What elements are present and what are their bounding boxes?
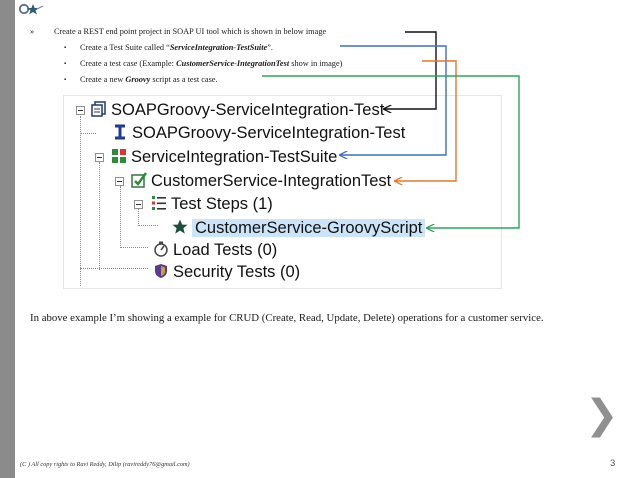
groovy-star-icon [172, 219, 188, 234]
bullet-emphasis: ServiceIntegration-TestSuite [169, 43, 268, 52]
tree-item-test-suite[interactable]: ServiceIntegration-TestSuite [111, 146, 337, 168]
expand-toggle-suite[interactable] [95, 153, 104, 162]
bullet-text-prefix: Create a new [80, 75, 126, 84]
copyright-footer: (C ) All copy rights to Ravi Reddy, Dili… [20, 461, 190, 468]
expand-toggle-test-steps[interactable] [134, 200, 143, 209]
bullet-text-suffix: script as a test case. [150, 75, 218, 84]
bullet-text: Create a REST end point project in SOAP … [54, 27, 327, 36]
tree-item-label: Load Tests (0) [173, 241, 278, 259]
expand-toggle-test-case[interactable] [115, 177, 124, 186]
bullet-marker: » [30, 27, 35, 36]
bullet-marker: ▪ [64, 61, 67, 67]
bullet-create-project: » Create a REST end point project in SOA… [22, 24, 442, 40]
left-accent-bar [0, 0, 15, 478]
tree-item-test-case[interactable]: CustomerService-IntegrationTest [131, 170, 391, 192]
load-test-gauge-icon [154, 241, 168, 257]
test-steps-list-icon [152, 195, 166, 210]
bullet-text-suffix: ”. [267, 43, 273, 52]
arrow-test-suite [340, 45, 447, 155]
bullet-text-prefix: Create a Test Suite called “ [80, 43, 170, 52]
arrow-project [384, 31, 437, 109]
bullet-text-suffix: show in image) [289, 59, 343, 68]
bullet-create-test-case: ▪ Create a test case (Example: CustomerS… [22, 56, 442, 72]
arrow-groovy-script [262, 75, 520, 228]
bullet-marker: ▪ [64, 77, 67, 83]
bullet-create-test-suite: ▪ Create a Test Suite called “ServiceInt… [22, 40, 442, 56]
security-shield-icon [155, 263, 167, 278]
soapui-project-tree-screenshot: SOAPGroovy-ServiceIntegration-Test SOAPG… [63, 95, 502, 289]
bullet-emphasis: CustomerService-IntegrationTest [176, 59, 290, 68]
tree-item-label: Security Tests (0) [173, 263, 301, 281]
tree-item-security-tests[interactable]: Security Tests (0) [153, 261, 300, 283]
expand-toggle-project[interactable] [76, 106, 85, 115]
bullet-marker: ▪ [64, 45, 67, 51]
tree-item-project[interactable]: SOAPGroovy-ServiceIntegration-Test [91, 99, 384, 121]
arrow-test-case [395, 60, 457, 181]
bullet-create-groovy-script: ▪ Create a new Groovy script as a test c… [22, 72, 442, 88]
tree-item-interface[interactable]: SOAPGroovy-ServiceIntegration-Test [112, 122, 405, 144]
tree-item-groovy-script[interactable]: CustomerService-GroovyScript [172, 217, 426, 239]
project-icon [91, 100, 106, 117]
bullet-text-prefix: Create a test case (Example: [80, 59, 177, 68]
tree-item-test-steps[interactable]: Test Steps (1) [151, 193, 273, 215]
presentation-logo-icon [18, 3, 44, 15]
tree-item-label-selected: CustomerService-GroovyScript [192, 219, 426, 237]
tree-item-label: ServiceIntegration-TestSuite [131, 148, 338, 166]
instruction-bullet-list: » Create a REST end point project in SOA… [22, 24, 442, 88]
tree-item-label: CustomerService-IntegrationTest [151, 172, 392, 190]
page-number: 3 [610, 458, 616, 469]
next-slide-chevron-icon[interactable]: ❯ [585, 392, 619, 438]
test-case-icon [131, 171, 147, 188]
test-suite-icon [112, 148, 126, 163]
tree-item-label: SOAPGroovy-ServiceIntegration-Test [111, 101, 385, 119]
bullet-emphasis: Groovy [125, 75, 151, 84]
slide-caption: In above example I’m showing a example f… [30, 312, 544, 324]
tree-item-label: SOAPGroovy-ServiceIntegration-Test [132, 124, 406, 142]
tree-item-label: Test Steps (1) [171, 195, 273, 213]
interface-icon [115, 124, 125, 140]
tree-item-load-tests[interactable]: Load Tests (0) [153, 239, 277, 261]
